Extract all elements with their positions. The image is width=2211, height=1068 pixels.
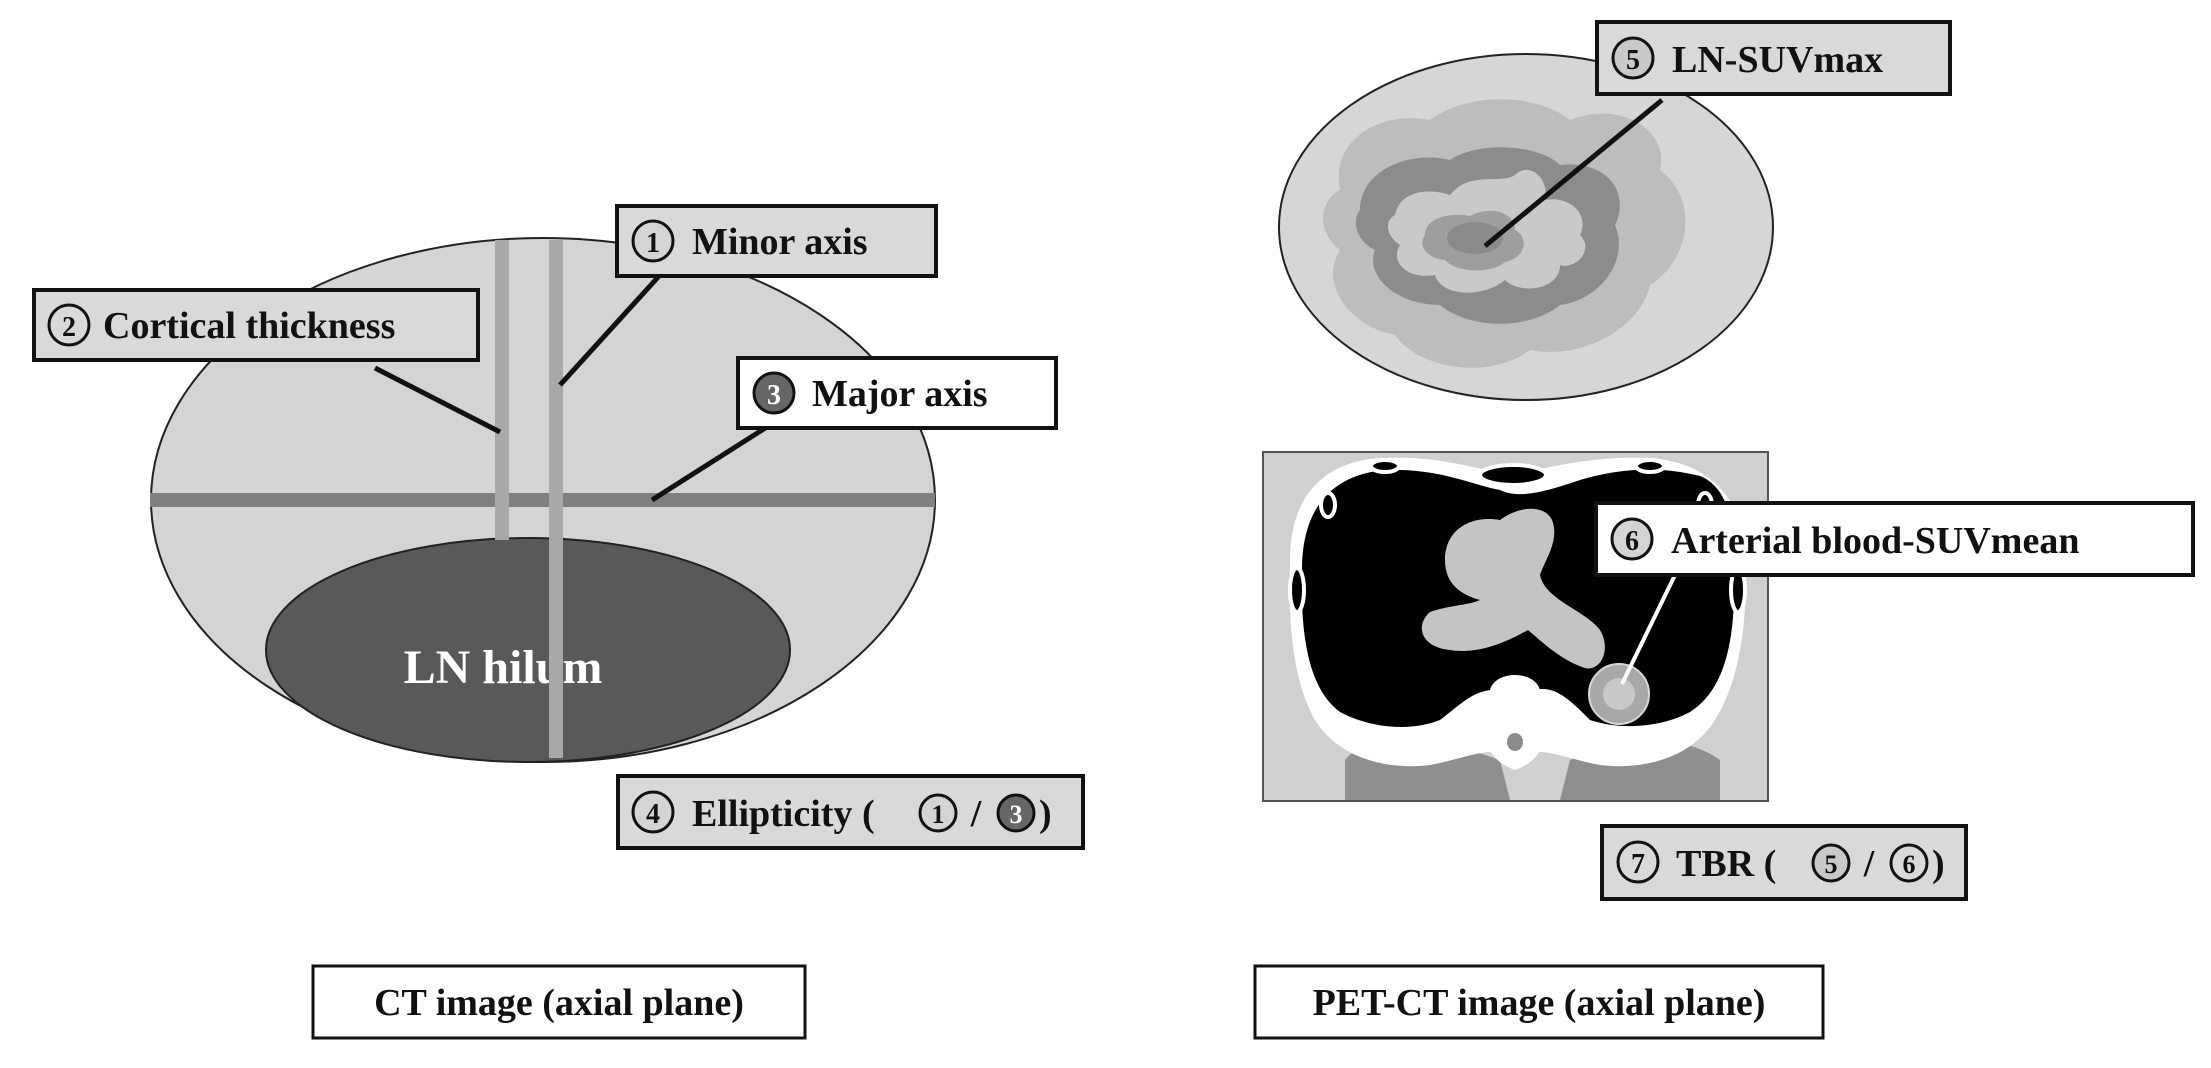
ref-5: 5 [1825,850,1838,879]
leader-major [650,422,772,503]
leader-cortical [373,365,502,435]
leader-minor [558,273,662,387]
suvmax-label-box [1595,20,1952,96]
minor-axis-text: Minor axis [692,221,868,263]
tbr-slash: / [1863,843,1875,885]
number-2-circle [47,303,91,347]
ref-6-circle [1889,843,1929,883]
pet-panel: 5 LN-SUVmax 6 Art [1253,20,2195,1040]
ct-caption-text: CT image (axial plane) [374,982,744,1024]
number-2: 2 [62,312,76,343]
ref-1-circle [918,793,958,833]
tbr-label: 7 TBR ( 5 / 6 ) [1600,824,1968,901]
lymph-node-hilum [265,537,791,763]
number-6-circle [1610,517,1654,561]
rib-left-3 [1288,566,1306,614]
number-4: 4 [646,799,660,830]
spinal-canal [1507,733,1523,751]
number-5-circle [1611,36,1655,80]
ref-3: 3 [1010,800,1023,829]
ref-6: 6 [1903,850,1916,879]
number-1-circle [631,219,675,263]
pet-caption-box [1253,964,1825,1040]
cortical-thickness-label-box [32,288,480,362]
ref-slash: / [970,793,982,835]
blood-suvmean-text: Arterial blood-SUVmean [1671,520,2079,562]
pet-caption: PET-CT image (axial plane) [1253,964,1825,1040]
number-7-circle [1616,840,1660,884]
spine-vertebra [1485,675,1545,770]
cortical-thickness-label: 2 Cortical thickness [32,288,480,362]
number-7: 7 [1631,849,1645,880]
ct-panel: LN hilum 1 Minor axis 2 Cortical thickne… [32,204,1085,1040]
ref-3-circle [996,793,1036,833]
rib-right-1 [1634,458,1666,474]
ct-caption: CT image (axial plane) [311,964,807,1040]
major-axis-label: 3 Major axis [736,356,1058,430]
cortical-thickness-text: Cortical thickness [103,305,395,347]
number-3-circle [752,371,796,415]
suvmax-label: 5 LN-SUVmax [1595,20,1952,96]
ct-caption-box [311,964,807,1040]
sternum-ellipse [1478,463,1548,487]
number-4-circle [631,790,675,834]
number-5: 5 [1626,45,1640,76]
leader-suvmax [1483,98,1664,248]
rib-left-2 [1319,491,1337,519]
ref-1: 1 [932,800,945,829]
minor-axis-label: 1 Minor axis [615,204,938,278]
rib-left-1 [1369,458,1401,474]
blood-suvmean-label: 6 Arterial blood-SUVmean [1594,501,2195,577]
suvmax-text: LN-SUVmax [1672,39,1883,81]
major-axis-text: Major axis [812,373,988,415]
number-3: 3 [767,380,781,411]
pet-caption-text: PET-CT image (axial plane) [1313,982,1766,1024]
aorta-roi-highlight [1603,678,1635,710]
pet-uptake-hotspot [1447,222,1503,254]
number-6: 6 [1625,526,1639,557]
tbr-text: TBR ( [1676,843,1776,885]
tbr-close-paren: ) [1932,843,1945,885]
number-1: 1 [646,228,660,259]
blood-suvmean-label-box [1594,501,2195,577]
leader-blood [1620,574,1677,685]
ellipticity-text: Ellipticity ( [692,793,875,835]
heart-great-vessels [1421,508,1605,669]
ellipticity-label: 4 Ellipticity ( 1 / 3 ) [616,774,1085,850]
hilum-label: LN hilum [404,641,603,694]
ref-5-circle [1811,843,1851,883]
ellipticity-close-paren: ) [1039,793,1052,835]
pet-lymph-node [1278,53,1774,401]
